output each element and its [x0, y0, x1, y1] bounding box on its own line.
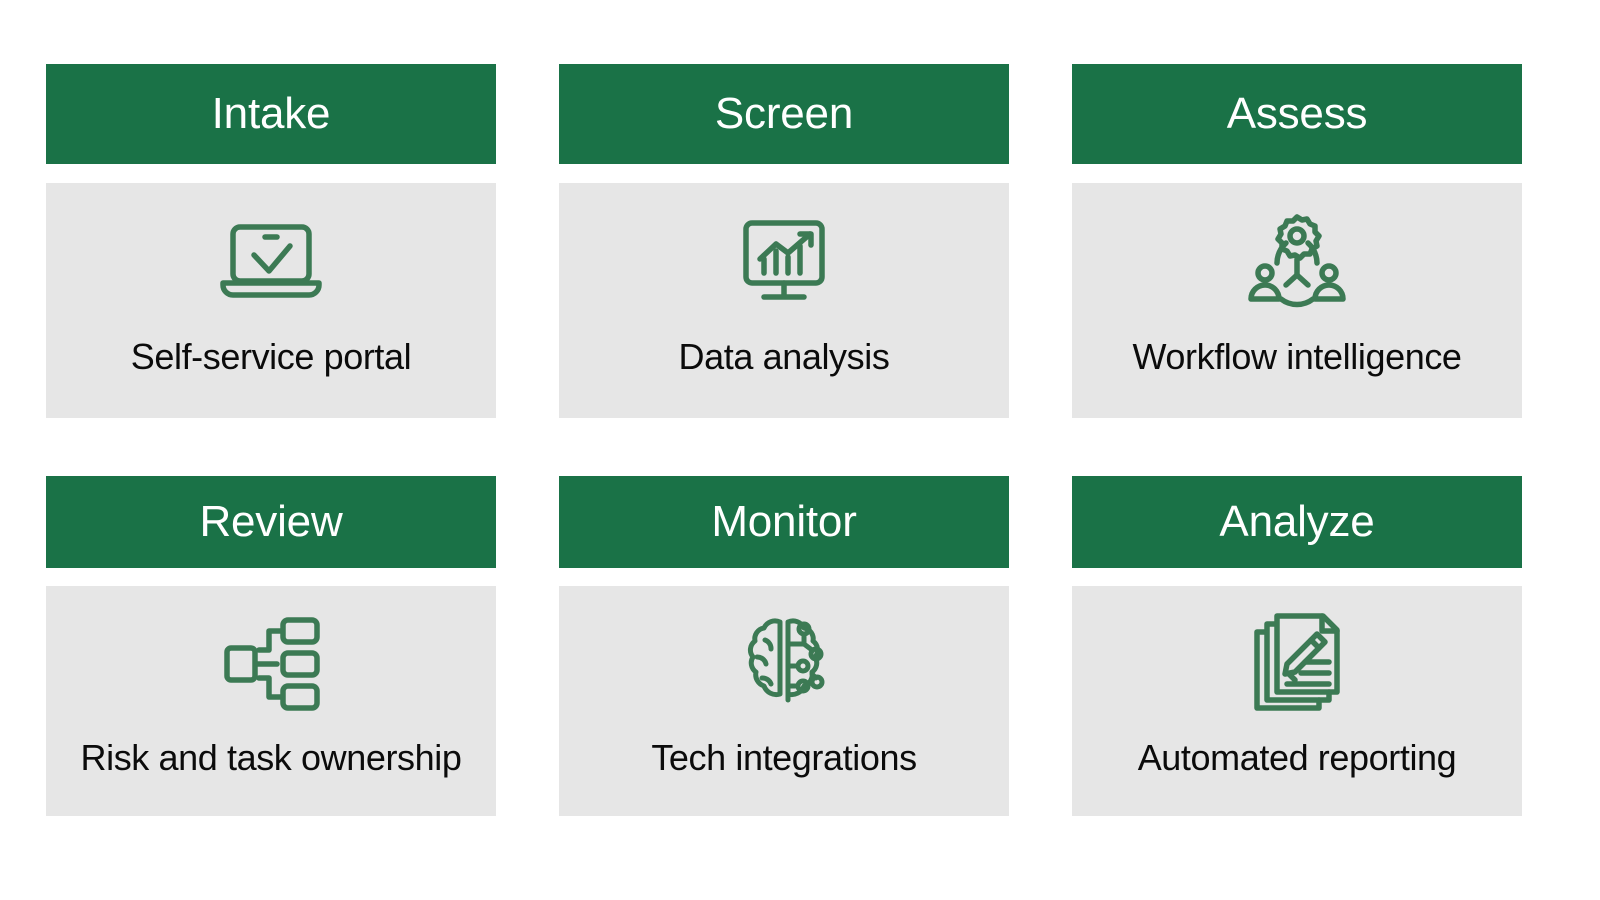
stage-title: Review — [199, 497, 343, 546]
stage-label: Self-service portal — [130, 336, 412, 377]
laptop-check-icon — [206, 207, 336, 315]
stage-label: Risk and task ownership — [80, 737, 462, 778]
stage-title: Screen — [714, 89, 854, 138]
stage-label: Automated reporting — [1137, 737, 1457, 778]
stage-card-review[interactable]: Review Risk and task ownership — [46, 476, 496, 816]
stage-card-body-review: Risk and task ownership — [46, 586, 496, 816]
stage-label: Data analysis — [678, 336, 890, 377]
stage-card-analyze[interactable]: Analyze — [1072, 476, 1522, 816]
stage-card-header-review: Review — [46, 476, 496, 568]
stage-card-body-assess: Workflow intelligence — [1072, 183, 1522, 418]
stage-card-body-intake: Self-service portal — [46, 183, 496, 418]
stage-card-header-assess: Assess — [1072, 64, 1522, 164]
gear-people-network-icon — [1232, 207, 1362, 315]
ai-brain-circuit-icon — [719, 608, 849, 716]
stage-card-assess[interactable]: Assess — [1072, 64, 1522, 418]
org-chart-hierarchy-icon — [206, 608, 336, 716]
stage-card-screen[interactable]: Screen Data analysis — [559, 64, 1009, 418]
monitor-chart-icon — [719, 207, 849, 315]
stage-label: Tech integrations — [651, 737, 917, 778]
stage-label: Workflow intelligence — [1132, 336, 1462, 377]
stage-card-body-monitor: Tech integrations — [559, 586, 1009, 816]
stage-card-header-screen: Screen — [559, 64, 1009, 164]
stage-card-header-monitor: Monitor — [559, 476, 1009, 568]
stage-card-body-screen: Data analysis — [559, 183, 1009, 418]
stage-card-header-analyze: Analyze — [1072, 476, 1522, 568]
stage-title: Monitor — [711, 497, 857, 546]
stage-title: Assess — [1226, 89, 1368, 138]
stage-title: Intake — [211, 89, 331, 138]
stage-title: Analyze — [1219, 497, 1375, 546]
stage-card-grid: Intake Self-service portal Screen — [46, 64, 1554, 816]
documents-pencil-icon — [1232, 608, 1362, 716]
stage-card-header-intake: Intake — [46, 64, 496, 164]
stage-card-intake[interactable]: Intake Self-service portal — [46, 64, 496, 418]
stage-card-body-analyze: Automated reporting — [1072, 586, 1522, 816]
stage-card-monitor[interactable]: Monitor — [559, 476, 1009, 816]
